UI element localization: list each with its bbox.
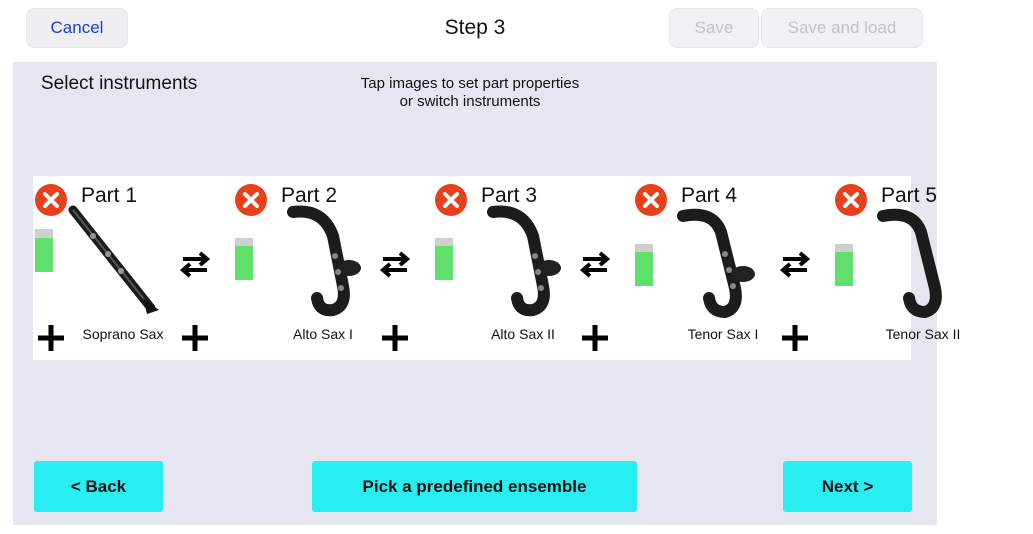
part-level-meter (835, 244, 853, 286)
delete-part-icon[interactable] (835, 184, 867, 216)
save-button[interactable]: Save (669, 8, 759, 48)
parts-strip[interactable]: Part 1 Soprano Sax Part 2 Alto Sax I (33, 176, 960, 360)
part-card[interactable]: Part 2 Alto Sax I (233, 176, 433, 360)
tenor-sax-image[interactable] (863, 206, 973, 319)
part-card[interactable]: Part 3 Alto Sax II (433, 176, 633, 360)
instrument-name: Soprano Sax (82, 326, 164, 342)
part-name: Part 3 (481, 184, 538, 207)
add-part-icon[interactable] (779, 322, 811, 354)
part-level-meter (435, 238, 453, 280)
add-part-icon[interactable] (179, 322, 211, 354)
save-and-load-button[interactable]: Save and load (761, 8, 923, 48)
alto-sax-image[interactable] (463, 205, 573, 317)
swap-icon[interactable] (579, 250, 611, 278)
page-title: Step 3 (444, 16, 506, 39)
part-level-meter (235, 238, 253, 280)
part-card[interactable]: Part 1 Soprano Sax (33, 176, 233, 360)
instrument-name: Alto Sax I (293, 326, 353, 342)
delete-part-icon[interactable] (235, 184, 267, 216)
part-level-meter (635, 244, 653, 286)
soprano-sax-image[interactable] (63, 205, 163, 316)
select-instruments-label: Select instruments (41, 73, 198, 94)
part-level-fill (235, 246, 253, 280)
instrument-name: Tenor Sax I (687, 326, 759, 342)
delete-part-icon[interactable] (435, 184, 467, 216)
part-level-fill (635, 252, 653, 286)
instructions-line-2: or switch instruments (399, 93, 541, 110)
add-part-icon[interactable] (35, 322, 67, 354)
swap-icon[interactable] (379, 250, 411, 278)
alto-sax-image[interactable] (263, 205, 373, 317)
part-level-meter (35, 229, 53, 272)
part-name: Part 4 (681, 184, 738, 207)
part-level-fill (835, 252, 853, 286)
back-button[interactable]: < Back (34, 461, 163, 512)
swap-icon[interactable] (779, 250, 811, 278)
part-level-fill (435, 246, 453, 280)
tenor-sax-image[interactable] (663, 206, 773, 319)
delete-part-icon[interactable] (35, 184, 67, 216)
next-button[interactable]: Next > (783, 461, 912, 512)
top-bar: Cancel Step 3 Save Save and load (0, 0, 950, 62)
part-name: Part 5 (881, 184, 938, 207)
instrument-name: Tenor Sax II (885, 326, 961, 342)
instructions-line-1: Tap images to set part properties (360, 75, 580, 92)
part-name: Part 1 (81, 184, 138, 207)
instructions-text: Tap images to set part properties or swi… (330, 75, 610, 111)
swap-icon[interactable] (179, 250, 211, 278)
delete-part-icon[interactable] (635, 184, 667, 216)
part-name: Part 2 (281, 184, 338, 207)
part-level-fill (35, 238, 53, 272)
part-card[interactable]: Part 5 Tenor Sax II (833, 176, 1033, 360)
add-part-icon[interactable] (379, 322, 411, 354)
add-part-icon[interactable] (579, 322, 611, 354)
cancel-button[interactable]: Cancel (26, 8, 128, 48)
instrument-name: Alto Sax II (491, 326, 555, 342)
pick-ensemble-button[interactable]: Pick a predefined ensemble (312, 461, 637, 512)
part-card[interactable]: Part 4 Tenor Sax I (633, 176, 833, 360)
